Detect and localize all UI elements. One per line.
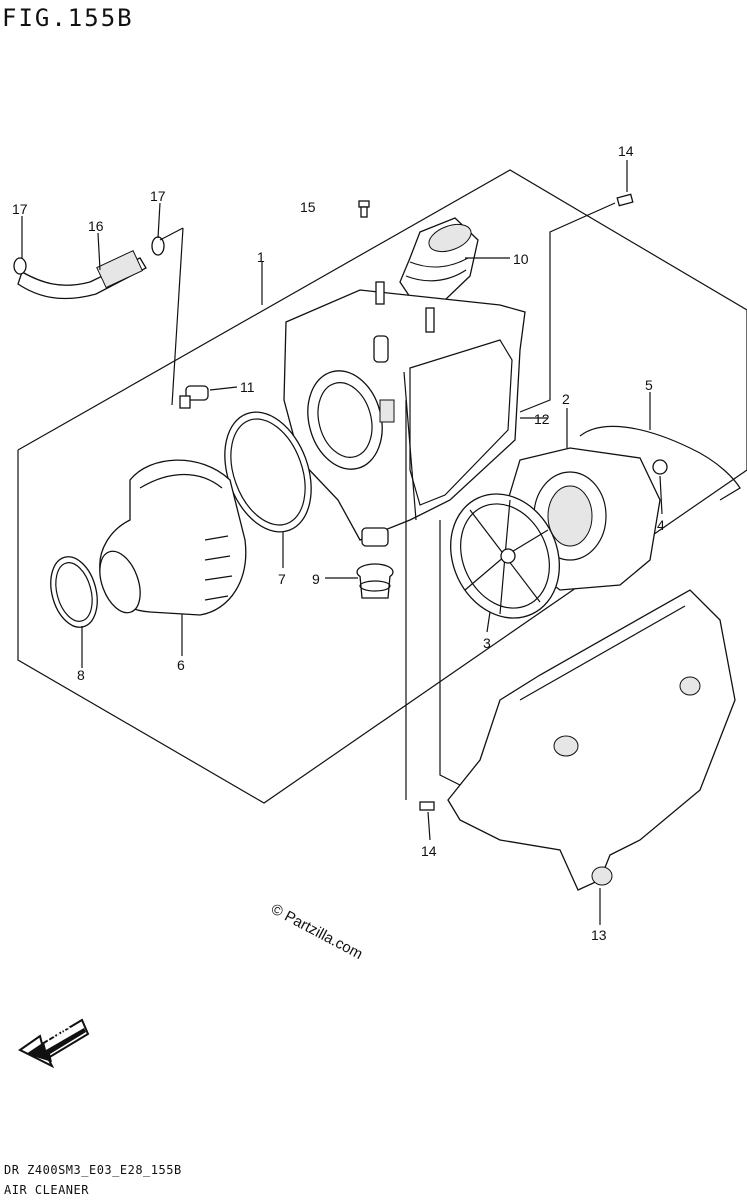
screw-part <box>419 193 634 811</box>
element-holder-part <box>450 493 560 619</box>
callout-4: 4 <box>657 517 665 533</box>
callout-16: 16 <box>88 218 104 234</box>
fwd-arrow-icon: FWD <box>18 1018 90 1069</box>
frame-outline <box>17 169 747 804</box>
bolt-part <box>358 200 370 218</box>
callout-5: 5 <box>645 377 653 393</box>
spring-wire-part <box>579 425 741 501</box>
figure-code: DR Z400SM3_E03_E28_155B <box>4 1163 182 1177</box>
callout-8: 8 <box>77 667 85 683</box>
callout-12: 12 <box>534 411 550 427</box>
callout-14: 14 <box>618 143 634 159</box>
hose-part <box>13 236 165 300</box>
clamp-part <box>50 556 98 628</box>
figure-title: FIG.155B <box>2 4 134 32</box>
callout-14: 14 <box>421 843 437 859</box>
callout-1: 1 <box>257 249 265 265</box>
clamp-ring-part <box>224 411 312 533</box>
callout-7: 7 <box>278 571 286 587</box>
callout-6: 6 <box>177 657 185 673</box>
air-cleaner-case-part <box>283 281 526 547</box>
breather-part <box>179 385 209 409</box>
callout-13: 13 <box>591 927 607 943</box>
callout-9: 9 <box>312 571 320 587</box>
callout-2: 2 <box>562 391 570 407</box>
figure-name: AIR CLEANER <box>4 1183 89 1197</box>
callout-15: 15 <box>300 199 316 215</box>
washer-part <box>652 459 668 475</box>
watermark: © Partzilla.com <box>268 901 365 963</box>
callout-11: 11 <box>240 379 255 395</box>
side-cover-part <box>447 589 736 891</box>
callout-17: 17 <box>150 188 166 204</box>
callout-3: 3 <box>483 635 491 651</box>
intake-duct-part <box>99 459 247 616</box>
callout-10: 10 <box>513 251 529 267</box>
joint-part <box>356 563 394 599</box>
intake-boot-part <box>399 217 479 301</box>
callout-17: 17 <box>12 201 28 217</box>
